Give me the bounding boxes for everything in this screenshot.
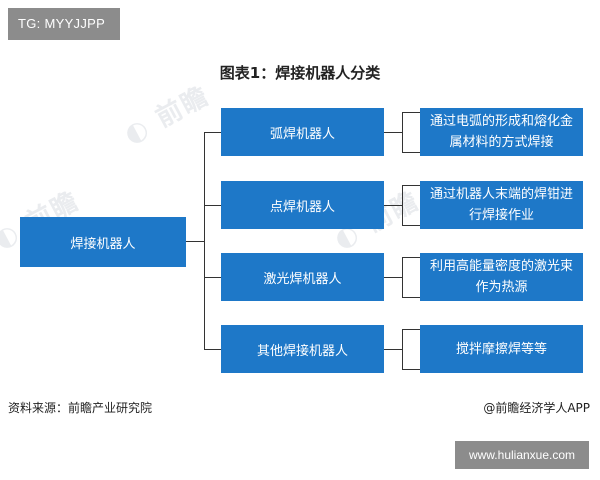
site-watermark-badge: www.hulianxue.com: [455, 441, 589, 469]
category-node-arc: 弧焊机器人: [221, 108, 384, 156]
branch-connector: [204, 277, 221, 278]
desc-bracket: [402, 112, 403, 153]
desc-connector: [384, 349, 402, 350]
desc-bracket-tick: [402, 112, 420, 113]
desc-bracket-tick: [402, 297, 420, 298]
desc-bracket-tick: [402, 185, 420, 186]
root-connector: [186, 241, 204, 242]
desc-bracket: [402, 329, 403, 370]
watermark-logo: ◐ 前瞻: [119, 80, 215, 151]
trunk-connector: [204, 132, 205, 350]
credit-note: @前瞻经济学人APP: [483, 401, 590, 415]
branch-connector: [204, 205, 221, 206]
desc-bracket-tick: [402, 257, 420, 258]
desc-bracket-tick: [402, 225, 420, 226]
desc-connector: [384, 277, 402, 278]
diagram-title: 图表1：焊接机器人分类: [219, 64, 381, 82]
desc-connector: [384, 132, 402, 133]
source-tag: TG: MYYJJPP: [8, 8, 120, 40]
description-node-laser: 利用高能量密度的激光束作为热源: [420, 253, 583, 301]
root-node: 焊接机器人: [20, 217, 186, 267]
description-node-arc: 通过电弧的形成和熔化金属材料的方式焊接: [420, 108, 583, 156]
description-node-spot: 通过机器人末端的焊钳进行焊接作业: [420, 181, 583, 229]
desc-bracket-tick: [402, 152, 420, 153]
desc-bracket-tick: [402, 369, 420, 370]
desc-bracket-tick: [402, 329, 420, 330]
category-node-spot: 点焊机器人: [221, 181, 384, 229]
source-note: 资料来源：前瞻产业研究院: [8, 401, 153, 415]
branch-connector: [204, 132, 221, 133]
category-node-other: 其他焊接机器人: [221, 325, 384, 373]
branch-connector: [204, 349, 221, 350]
desc-bracket: [402, 185, 403, 226]
description-node-other: 搅拌摩擦焊等等: [420, 325, 583, 373]
category-node-laser: 激光焊机器人: [221, 253, 384, 301]
desc-bracket: [402, 257, 403, 298]
desc-connector: [384, 205, 402, 206]
